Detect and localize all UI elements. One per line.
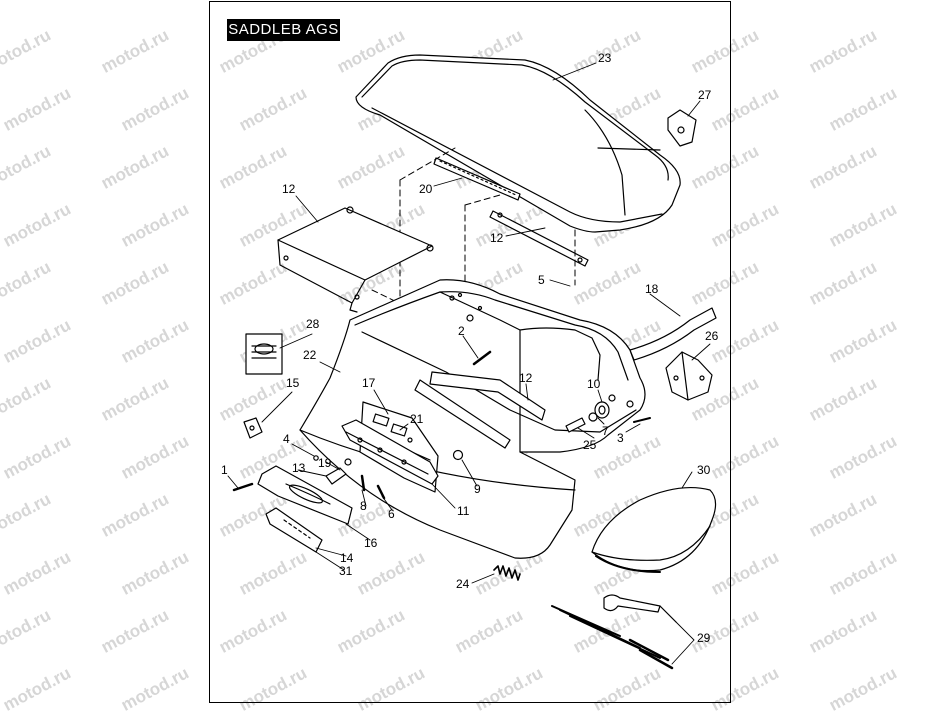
part-16-handle: [257, 465, 353, 525]
callout-28: 28: [306, 317, 320, 331]
callout-3: 3: [617, 431, 624, 445]
callout-31: 31: [339, 564, 353, 578]
part-12-strip: [489, 210, 589, 267]
callout-12-top: 12: [490, 231, 504, 245]
callout-16: 16: [364, 536, 378, 550]
part-9-nut: [452, 449, 464, 461]
callout-21: 21: [410, 412, 424, 426]
part-lid: [355, 54, 681, 233]
callout-19: 19: [318, 456, 332, 470]
callout-1: 1: [221, 463, 228, 477]
callout-8: 8: [360, 499, 367, 513]
diagram-frame: [209, 1, 731, 703]
part-29-toolkit: [551, 594, 677, 670]
callout-6: 6: [388, 507, 395, 521]
part-12-bracket: [414, 371, 546, 449]
callout-30: 30: [697, 463, 711, 477]
callout-29: 29: [697, 631, 711, 645]
callout-11: 11: [457, 504, 470, 518]
callout-2: 2: [458, 324, 465, 338]
part-18: [629, 307, 717, 361]
fasteners: [232, 455, 386, 500]
part-15: [243, 417, 263, 439]
part-24-spring: [493, 565, 521, 581]
callout-14: 14: [340, 551, 354, 565]
part-2-screw: [472, 350, 492, 366]
part-11: [341, 419, 439, 485]
callout-22: 22: [303, 348, 317, 362]
hardware-10-7-3-25: [565, 401, 651, 433]
callout-20: 20: [419, 182, 433, 196]
part-14-31: [265, 507, 323, 553]
callout-24: 24: [456, 577, 470, 591]
part-26: [665, 351, 713, 401]
callout-13: 13: [292, 461, 306, 475]
callout-15: 15: [286, 376, 300, 390]
callout-7: 7: [602, 424, 609, 438]
part-20: [433, 157, 521, 201]
part-28-label: [245, 333, 283, 375]
callout-18: 18: [645, 282, 659, 296]
callout-17: 17: [362, 376, 376, 390]
leader-lines: [227, 62, 711, 665]
callout-12-mid: 12: [519, 371, 533, 385]
callout-12-left: 12: [282, 182, 296, 196]
callout-27: 27: [698, 88, 712, 102]
callout-9: 9: [474, 482, 481, 496]
callout-23: 23: [598, 51, 612, 65]
callout-5: 5: [538, 273, 545, 287]
callout-4: 4: [283, 432, 290, 446]
callout-10: 10: [587, 377, 601, 391]
part-27: [667, 109, 697, 147]
part-30-liner: [591, 486, 717, 573]
part-12-plate: [277, 206, 434, 313]
callout-25: 25: [583, 438, 597, 452]
callout-26: 26: [705, 329, 719, 343]
diagram-title: SADDLEB AGS: [227, 19, 340, 41]
